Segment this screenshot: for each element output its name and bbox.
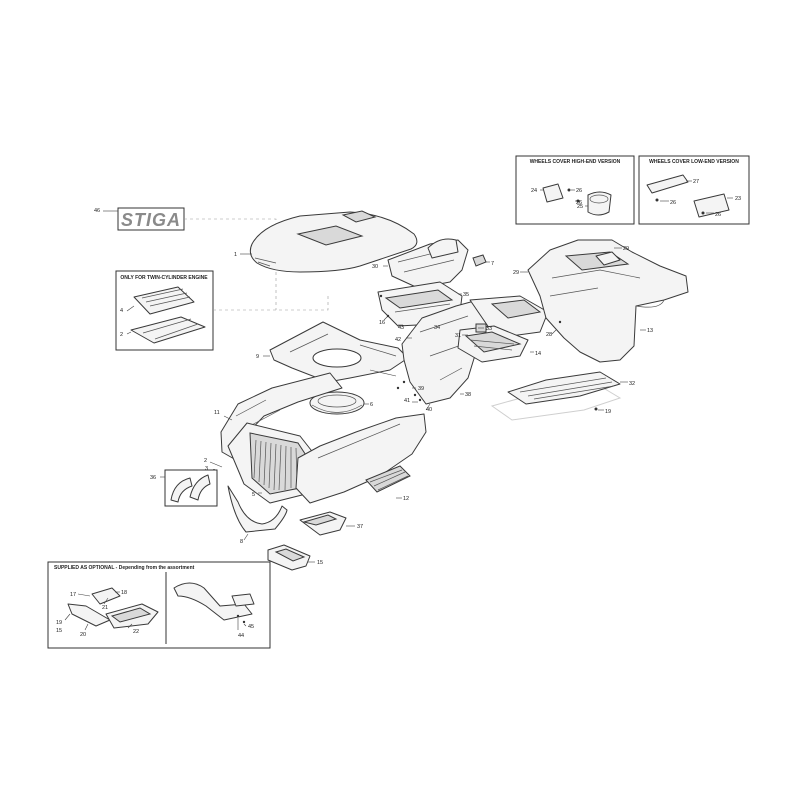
callout-43: 43 [398, 325, 404, 331]
callout-11: 11 [214, 410, 220, 416]
callout-17: 17 [70, 592, 76, 598]
callout-19-opt: 19 [56, 620, 62, 626]
part-11 [220, 372, 343, 461]
callout-5: 5 [252, 492, 255, 498]
callout-41: 41 [404, 398, 410, 404]
callout-40: 40 [426, 407, 432, 413]
callout-36: 36 [150, 475, 156, 481]
callout-24: 24 [531, 188, 537, 194]
callout-14: 14 [535, 351, 541, 357]
part-4 [133, 286, 195, 315]
callout-39: 39 [418, 386, 424, 392]
part-7-group [472, 254, 490, 267]
callout-19: 19 [605, 409, 611, 415]
callout-32: 32 [629, 381, 635, 387]
callout-9: 9 [256, 354, 259, 360]
callout-20: 20 [80, 632, 86, 638]
optional-accessories-box: SUPPLIED AS OPTIONAL - Depending from th… [47, 561, 271, 649]
frame-part [263, 321, 409, 383]
callout-45: 45 [248, 624, 254, 630]
callout-25: 25 [577, 204, 583, 210]
callout-26-d: 26 [715, 212, 721, 218]
logo-label-part: STIGA [103, 207, 277, 231]
part-12 [295, 413, 427, 504]
floor-mat [490, 371, 628, 421]
callout-37: 37 [357, 524, 363, 530]
callout-1: 1 [234, 252, 237, 258]
callout-26-b: 26 [576, 200, 582, 206]
optional-box-title: SUPPLIED AS OPTIONAL - Depending from th… [54, 565, 195, 571]
part-36-group [160, 469, 218, 507]
callout-42: 42 [395, 337, 401, 343]
callout-29: 29 [623, 246, 629, 252]
part-13 [527, 239, 689, 363]
callout-3: 3 [205, 466, 208, 472]
part-27 [646, 174, 689, 194]
callout-21: 21 [102, 605, 108, 611]
callout-29-left: 29 [513, 270, 519, 276]
callout-22: 22 [133, 629, 139, 635]
twin-cylinder-box: ONLY FOR TWIN-CYLINDER ENGINE [115, 270, 214, 351]
high-end-wheel-cover-box: WHEELS COVER HIGH-END VERSION [515, 155, 635, 225]
callout-35: 35 [463, 292, 469, 298]
part-15-group [267, 544, 315, 571]
ring-part [309, 391, 369, 415]
callout-15-opt: 15 [56, 628, 62, 634]
front-bracket [227, 485, 288, 541]
callout-31: 31 [455, 333, 461, 339]
rear-fender [520, 239, 689, 363]
part-25 [587, 191, 612, 216]
callout-46: 46 [94, 208, 100, 214]
right-side-panel [295, 413, 427, 504]
part-8 [227, 485, 288, 533]
callout-18: 18 [121, 590, 127, 596]
part-24 [542, 183, 564, 203]
callout-44: 44 [238, 633, 244, 639]
part-23 [693, 193, 730, 218]
callout-28: 28 [546, 332, 552, 338]
hood-part [240, 210, 418, 273]
callout-6: 6 [370, 402, 373, 408]
high-end-box-title: WHEELS COVER HIGH-END VERSION [530, 159, 621, 165]
callout-26-c: 26 [670, 200, 676, 206]
callout-33: 33 [486, 326, 492, 332]
callout-27: 27 [693, 179, 699, 185]
callout-2: 2 [204, 458, 207, 464]
callout-38: 38 [465, 392, 471, 398]
callout-30: 30 [372, 264, 378, 270]
part-37-group [299, 511, 355, 536]
callout-12: 12 [403, 496, 409, 502]
callout-13: 13 [647, 328, 653, 334]
stiga-logo: STIGA [121, 210, 181, 230]
callout-2-box: 2 [120, 332, 123, 338]
center-console [369, 295, 549, 411]
twin-cylinder-box-title: ONLY FOR TWIN-CYLINDER ENGINE [120, 275, 208, 281]
part-2-box [130, 316, 206, 344]
callout-16: 16 [379, 320, 385, 326]
callout-23: 23 [735, 196, 741, 202]
callout-7: 7 [491, 261, 494, 267]
callout-labels: 46 1 4 2 9 6 11 2 3 36 5 8 12 37 15 30 3… [56, 179, 741, 639]
callout-34: 34 [434, 325, 440, 331]
part-6 [309, 391, 365, 415]
callout-15: 15 [317, 560, 323, 566]
low-end-wheel-cover-box: WHEELS COVER LOW-END VERSION [638, 155, 750, 225]
callout-8: 8 [240, 539, 243, 545]
callout-4: 4 [120, 308, 123, 314]
callout-26-a: 26 [576, 188, 582, 194]
low-end-box-title: WHEELS COVER LOW-END VERSION [649, 159, 739, 165]
